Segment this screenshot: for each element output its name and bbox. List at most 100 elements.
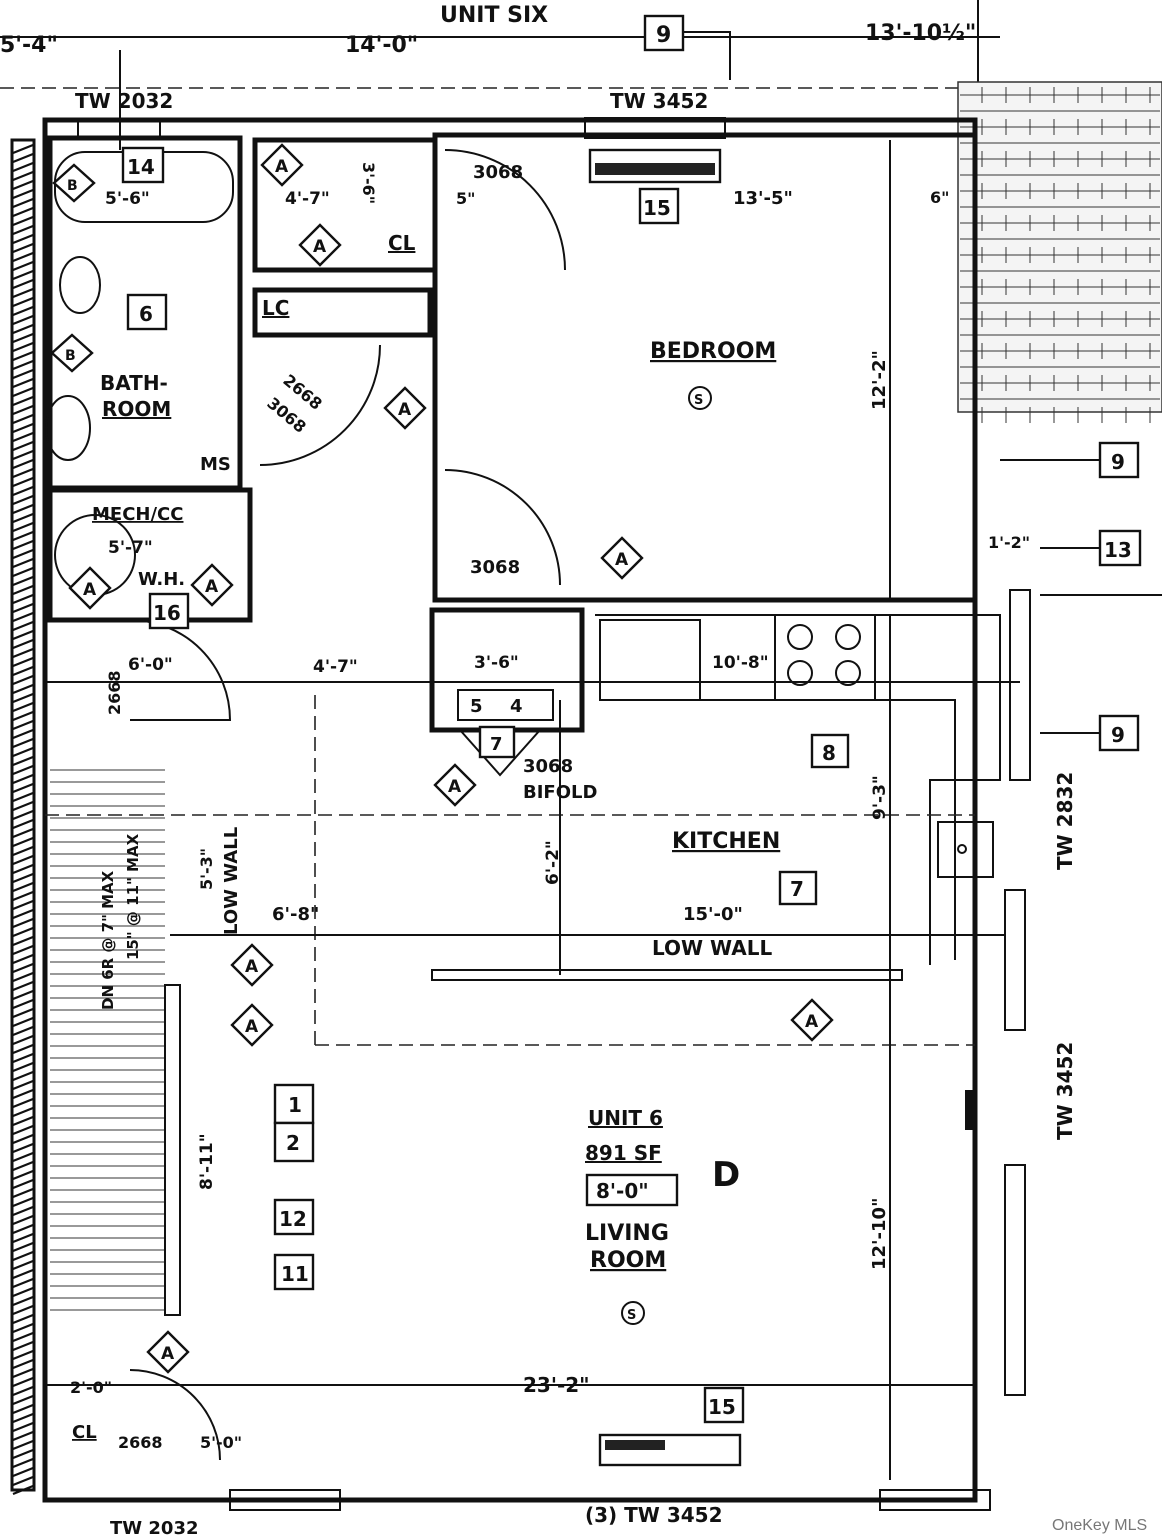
dim-living-6-8: 6'-8"	[272, 904, 319, 925]
diamond-a-tag: A	[433, 763, 477, 807]
diamond-a-tag: A	[790, 998, 834, 1042]
dim-stair-5-3: 5'-3"	[197, 848, 216, 890]
dim-pantry-3-6: 3'-6"	[474, 653, 519, 673]
kitchen-counter	[595, 614, 1001, 965]
tag-6: 6	[126, 293, 168, 331]
door-2668-mech: 2668	[105, 670, 124, 715]
room-lc: LC	[262, 296, 289, 320]
svg-text:9: 9	[1111, 723, 1125, 747]
window-label-bottom: (3) TW 3452	[585, 1503, 723, 1527]
tag-16: 16	[148, 592, 190, 630]
thermostat	[965, 1090, 975, 1130]
diamond-a-tag: A	[230, 943, 274, 987]
svg-text:A: A	[161, 1344, 175, 1364]
low-wall-label-stair: LOW WALL	[221, 827, 242, 935]
tag-leader	[683, 31, 731, 80]
bedroom-walls	[432, 132, 978, 603]
ac-grille	[605, 1440, 665, 1450]
room-kitchen: KITCHEN	[672, 829, 780, 854]
room-wh: W.H.	[138, 569, 185, 590]
diamond-b-bath: B	[50, 333, 94, 373]
dim-cl-width: 4'-7"	[285, 189, 330, 209]
dim-total-23-2: 23'-2"	[523, 1373, 590, 1397]
kitchen-sink	[937, 821, 994, 878]
diamond-a-tag: A	[230, 1003, 274, 1047]
tag-12: 12	[273, 1198, 315, 1236]
svg-text:A: A	[448, 777, 462, 797]
svg-text:5: 5	[470, 696, 483, 717]
tag-14: 14	[121, 146, 165, 184]
stair-rail	[164, 984, 181, 1316]
svg-text:A: A	[805, 1012, 819, 1032]
svg-text:A: A	[275, 157, 289, 177]
dim-cl-5-0: 5'-0"	[200, 1433, 242, 1452]
ac-unit-bottom	[598, 1433, 742, 1467]
fridge	[599, 619, 701, 701]
room-living-1: LIVING	[585, 1221, 669, 1246]
dim-bedroom-depth: 12'-2"	[869, 350, 890, 410]
door-3068-pantry: 3068	[523, 756, 573, 777]
diamond-b-tub: B	[52, 163, 96, 203]
diamond-a-tag: A	[146, 1330, 190, 1374]
tag-7-kitchen: 7	[778, 870, 818, 906]
unit-letter: D	[712, 1155, 740, 1195]
room-bedroom: BEDROOM	[650, 339, 776, 364]
svg-text:A: A	[615, 550, 629, 570]
burner	[787, 660, 813, 686]
dim-5in: 5"	[456, 189, 475, 208]
svg-text:6: 6	[139, 302, 153, 326]
svg-text:7: 7	[490, 734, 503, 755]
room-living-2: ROOM	[590, 1248, 666, 1273]
tag-2: 2	[273, 1121, 315, 1163]
door-2668-entry: 2668	[118, 1433, 163, 1452]
door-3068-bedroom: 3068	[470, 557, 520, 578]
smoke-detector-living: S	[621, 1301, 645, 1325]
dim-kitchen-6-2: 6'-2"	[543, 840, 563, 885]
window-label-tw2032: TW 2032	[75, 89, 173, 113]
dim-1-2: 1'-2"	[988, 533, 1030, 552]
tag-11: 11	[273, 1253, 315, 1291]
smoke-detector-bedroom: S	[688, 386, 712, 410]
window-label-tw3452: TW 3452	[610, 89, 708, 113]
tag-9-top: 9	[656, 23, 671, 48]
window-label-tw3452-right: TW 3452	[1053, 1042, 1077, 1140]
stair-note-1: DN 6R @ 7" MAX	[99, 870, 117, 1010]
door-3068-closet: 3068	[473, 162, 523, 183]
svg-text:1: 1	[288, 1093, 302, 1117]
room-mech: MECH/CC	[92, 504, 183, 525]
toilet	[59, 256, 101, 314]
left-wall-hatch	[12, 143, 34, 1496]
tag-13: 13	[1098, 529, 1142, 567]
door-bifold: BIFOLD	[523, 782, 597, 803]
tag-box-9-top	[643, 14, 685, 52]
dim-14-0: 14'-0"	[345, 33, 418, 58]
svg-text:S: S	[694, 393, 703, 408]
tag-7-pantry: 7	[478, 725, 516, 759]
window-label-bottom-left: TW 2032	[110, 1518, 199, 1536]
ceiling-height-box	[585, 1173, 679, 1207]
svg-text:2: 2	[286, 1131, 300, 1155]
dim-stair-8-11: 8'-11"	[197, 1133, 217, 1190]
door-swing-bedroom-closet	[444, 149, 566, 271]
dim-kitchen-9-3: 9'-3"	[870, 775, 890, 820]
door-swing-entry	[129, 1369, 221, 1461]
diamond-a-tag: A	[260, 143, 304, 187]
dim-5-4: 5'-4"	[0, 33, 58, 58]
dim-kitchen-15-0: 15'-0"	[683, 904, 743, 925]
label-ms: MS	[200, 454, 231, 475]
door-swing-bath	[259, 344, 381, 466]
tag-15-bottom: 15	[703, 1386, 745, 1424]
svg-text:A: A	[83, 580, 97, 600]
diamond-a-tag: A	[600, 536, 644, 580]
bath-sink	[45, 395, 91, 461]
svg-text:14: 14	[127, 155, 155, 179]
burner	[787, 624, 813, 650]
diamond-a-tag: A	[68, 566, 112, 610]
kitchen-counter-inner	[600, 699, 956, 960]
svg-text:A: A	[313, 237, 327, 257]
window-label-tw2832: TW 2832	[1053, 772, 1077, 870]
svg-text:A: A	[398, 400, 412, 420]
outer-wall	[42, 117, 978, 1503]
dim-6-0: 6'-0"	[128, 655, 173, 675]
svg-text:4: 4	[510, 696, 523, 717]
